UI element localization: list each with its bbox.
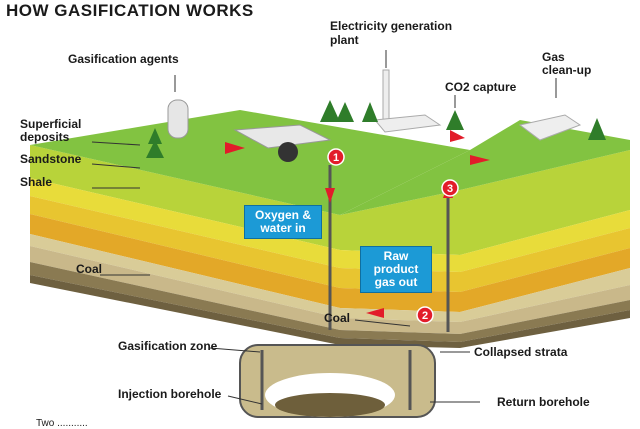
raw-line3: gas out (374, 275, 418, 289)
electricity-plant-label-line2: plant (330, 33, 359, 47)
gasification-zone-inset (239, 344, 436, 418)
page-title: HOW GASIFICATION WORKS (6, 1, 254, 20)
left-block (30, 110, 470, 345)
electricity-plant (374, 69, 442, 133)
return-borehole-label: Return borehole (497, 395, 590, 409)
sandstone-label: Sandstone (20, 152, 82, 166)
shale-label: Shale (20, 175, 53, 189)
raw-line2: product (373, 262, 419, 276)
gasification-agents-label: Gasification agents (68, 52, 179, 66)
collapsed-strata-label: Collapsed strata (474, 345, 568, 359)
gasification-zone-label: Gasification zone (118, 339, 218, 353)
injection-borehole-label: Injection borehole (118, 387, 222, 401)
electricity-plant-label-line1: Electricity generation (330, 19, 453, 33)
coal-left-label: Coal (76, 262, 103, 276)
raw-product-gas-out-box: Raw product gas out (360, 246, 432, 293)
step-3-label: 3 (447, 183, 453, 195)
plant-building (233, 124, 332, 162)
gas-cleanup-building (518, 114, 582, 141)
gas-cleanup-label-line1: Gas (542, 50, 565, 64)
oxygen-line2: water in (260, 221, 306, 235)
step-2-marker: 2 (416, 306, 434, 324)
footer-caption: Two ........... (36, 418, 88, 429)
trees (146, 100, 606, 158)
oxygen-line1: Oxygen & (254, 208, 311, 222)
gas-cleanup-label-line2: clean-up (542, 63, 592, 77)
superficial-deposits-label-line2: deposits (20, 130, 70, 144)
step-1-marker: 1 (327, 148, 345, 166)
step-1-label: 1 (333, 152, 339, 164)
superficial-deposits-label-line1: Superficial (20, 117, 82, 131)
pointer-lines (91, 50, 557, 405)
coal-mid-label: Coal (324, 311, 351, 325)
step-2-label: 2 (422, 310, 428, 322)
co2-capture-label: CO2 capture (445, 80, 517, 94)
gasification-agents-tank (167, 99, 189, 139)
oxygen-water-in-box: Oxygen & water in (244, 205, 322, 239)
raw-line1: Raw (383, 249, 409, 263)
step-3-marker: 3 (441, 179, 459, 197)
